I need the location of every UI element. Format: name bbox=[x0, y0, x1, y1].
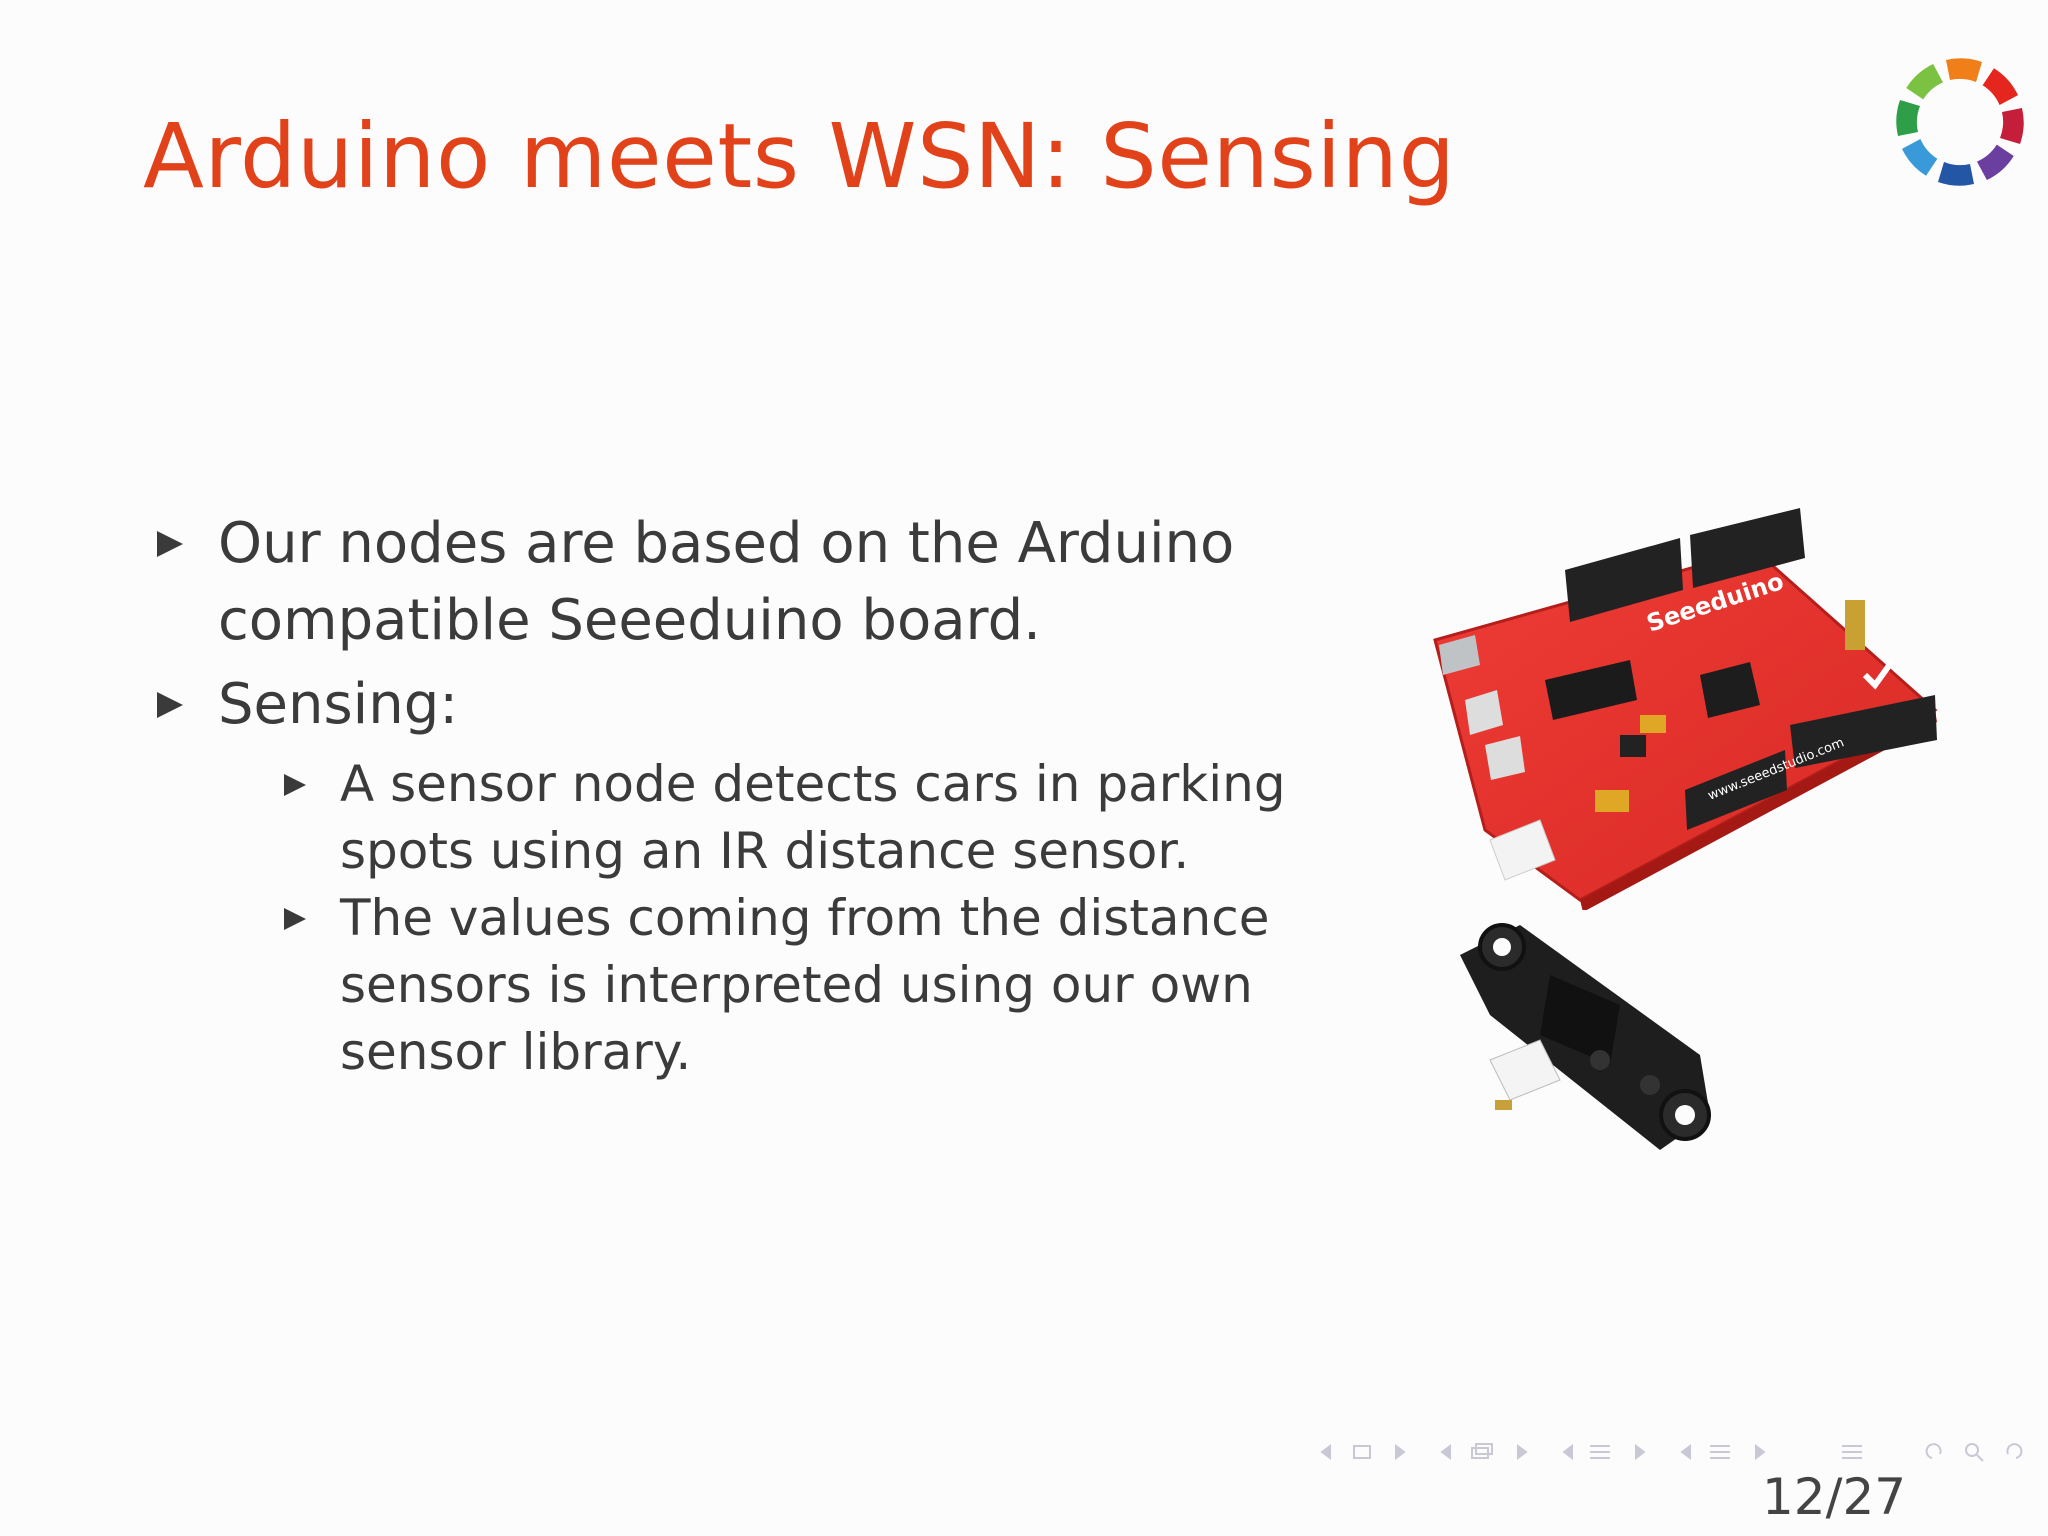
ir-sensor-image bbox=[1460, 923, 1711, 1150]
subbullet-line: sensor library. bbox=[340, 1023, 692, 1081]
navigation-bar bbox=[1320, 1443, 2023, 1462]
subbullet-marker bbox=[284, 774, 306, 796]
subbullet-line: spots using an IR distance sensor. bbox=[340, 822, 1190, 880]
bullet-line: compatible Seeeduino board. bbox=[218, 588, 1041, 653]
bullet-line: Sensing: bbox=[218, 672, 459, 737]
page-number: 12/27 bbox=[1762, 1468, 1907, 1526]
subbullet-marker bbox=[284, 908, 306, 930]
nav-frame-icon bbox=[1353, 1445, 1371, 1459]
bullet-line: Our nodes are based on the Arduino bbox=[218, 511, 1235, 576]
subbullet-line: sensors is interpreted using our own bbox=[340, 956, 1253, 1014]
nav-back-icon bbox=[1320, 1444, 1331, 1460]
subbullet-line: A sensor node detects cars in parking bbox=[340, 755, 1286, 813]
bullet-marker bbox=[157, 531, 183, 557]
logo-icon bbox=[1896, 58, 2024, 186]
seeeduino-board-image: Seeeduino www.seeedstudio.com bbox=[1433, 508, 1938, 910]
subbullet-line: The values coming from the distance bbox=[340, 889, 1270, 947]
slide-title: Arduino meets WSN: Sensing bbox=[143, 104, 1456, 208]
bullet-marker bbox=[157, 692, 183, 718]
